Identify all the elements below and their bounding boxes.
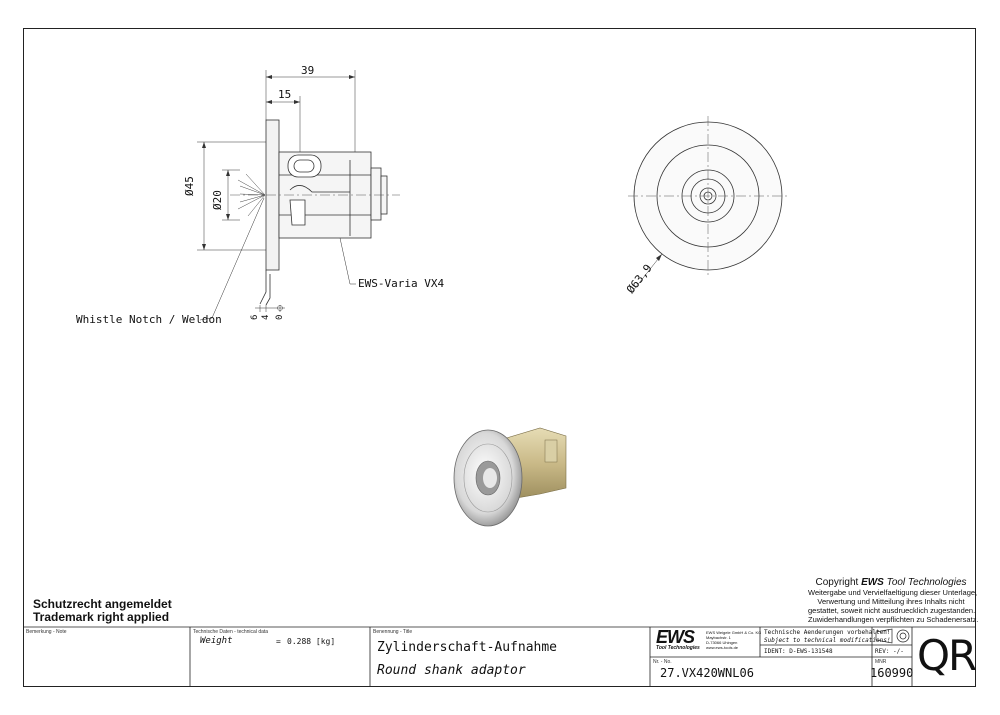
- note-schutzrecht: Schutzrecht angemeldet: [33, 597, 172, 611]
- dimension-6: 6: [250, 314, 260, 320]
- techdata-label: Technische Daten - technical data: [193, 629, 269, 635]
- copyright-prefix: Copyright: [815, 577, 862, 588]
- dimension-diameter-20: Ø20: [211, 190, 224, 210]
- mnr-number: 160990: [870, 666, 914, 680]
- address-line-3: D-73066 Uhingen: [706, 640, 738, 645]
- ews-logo-text: EWS: [656, 627, 695, 647]
- ident-number: IDENT: D-EWS-131548: [764, 648, 833, 655]
- weight-value: 0.288 [kg]: [287, 637, 336, 646]
- remark-label: Bemerkung - Note: [26, 629, 67, 635]
- tech-change-german: Technische Aenderungen vorbehalten!: [764, 629, 891, 636]
- revision: REV: -/-: [875, 648, 904, 655]
- dimension-4: 4: [261, 314, 271, 320]
- ews-address: EWS Weigele GmbH & Co. KG Maybachstr. 1 …: [706, 630, 761, 650]
- address-line-4: www.ews-tools.de: [706, 645, 739, 650]
- drawing-sheet: [23, 28, 976, 687]
- ews-logo: EWS Tool Technologies: [656, 627, 704, 651]
- title-block-grid: [23, 626, 976, 687]
- whistle-notch-rays: [237, 173, 266, 217]
- projection-symbol: [875, 628, 910, 644]
- mnr-label: MNR: [875, 659, 887, 665]
- copyright-line-2: Verwertung und Mitteilung ihres Inhalts …: [817, 597, 965, 606]
- front-center-lines: [628, 116, 788, 276]
- ews-logo-sub: Tool Technologies: [656, 645, 700, 651]
- side-view: [259, 119, 388, 306]
- address-line-1: EWS Weigele GmbH & Co. KG: [706, 630, 762, 635]
- title-english: Round shank adaptor: [377, 663, 526, 678]
- copyright-block: Copyright EWS Tool Technologies Weiterga…: [808, 577, 979, 624]
- note-trademark: Trademark right applied: [33, 610, 170, 624]
- weight-equals: =: [276, 637, 281, 646]
- qr-label: QR: [917, 631, 977, 680]
- weight-label: Weight: [200, 636, 233, 646]
- dimension-diameter-45: Ø45: [183, 176, 196, 196]
- copyright-line-3: gestattet, soweit nicht ausdruecklich zu…: [808, 606, 976, 615]
- dimension-39: 39: [301, 64, 315, 77]
- address-line-2: Maybachstr. 1: [706, 635, 731, 640]
- title-label: Benennung - Title: [373, 629, 413, 635]
- part-number: 27.VX420WNL06: [660, 666, 754, 680]
- copyright-suffix: Tool Technologies: [883, 577, 967, 588]
- label-ews-varia: EWS-Varia VX4: [358, 277, 445, 290]
- tech-change-english: Subject to technical modifications!: [764, 637, 891, 644]
- label-whistle-notch: Whistle Notch / Weldon: [76, 313, 222, 326]
- title-german: Zylinderschaft-Aufnahme: [377, 640, 558, 655]
- isometric-view: [453, 427, 567, 527]
- copyright-title: Copyright EWS Tool Technologies: [808, 577, 974, 588]
- number-label: Nr. - No.: [653, 659, 672, 665]
- dimension-0: 0: [275, 314, 285, 320]
- copyright-line-4: Zuwiderhandlungen verpflichten zu Schade…: [808, 615, 979, 624]
- copyright-line-1: Weitergabe und Vervielfaeltigung dieser …: [808, 588, 978, 597]
- dimension-arrows: [202, 75, 355, 250]
- dimension-15: 15: [278, 88, 292, 101]
- copyright-brand: EWS: [861, 577, 884, 588]
